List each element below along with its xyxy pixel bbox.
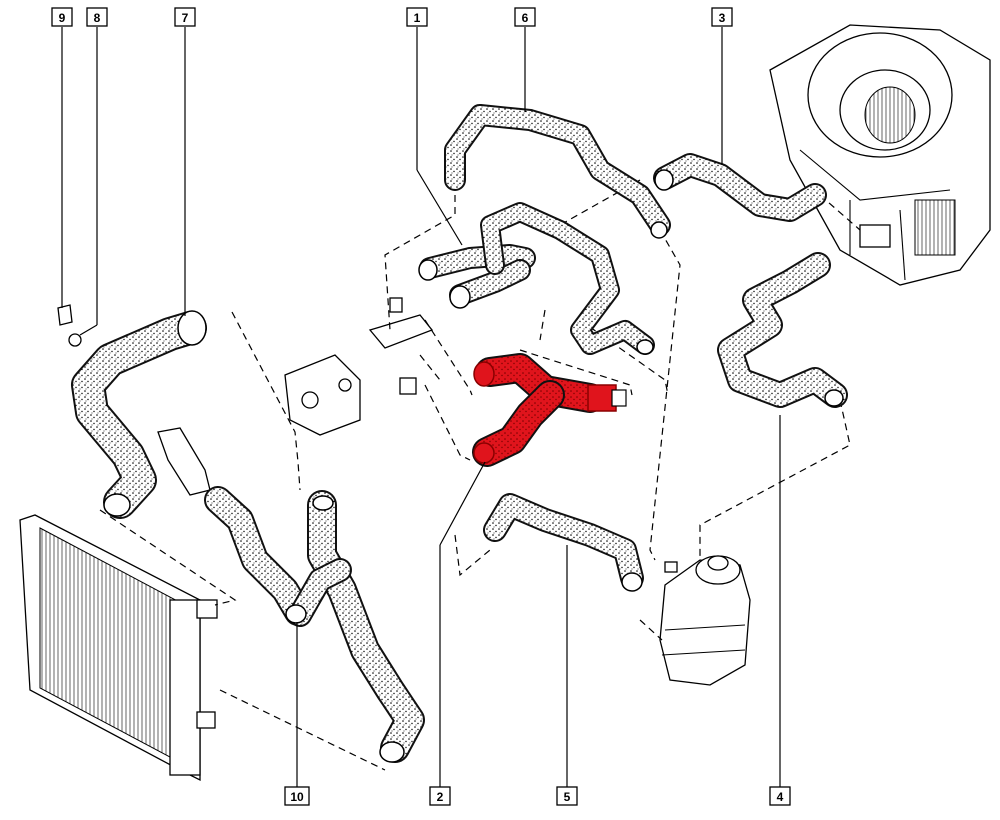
hose-1 xyxy=(418,202,655,355)
hose-6 xyxy=(444,104,671,239)
svg-text:1: 1 xyxy=(414,11,421,25)
engine-bracket xyxy=(57,297,434,496)
expansion-tank xyxy=(659,555,751,686)
callout-6: 6 xyxy=(514,7,536,27)
hose-2-highlighted[interactable] xyxy=(472,353,627,467)
svg-text:8: 8 xyxy=(94,11,101,25)
callout-4: 4 xyxy=(769,786,791,806)
hose-10 xyxy=(204,486,425,763)
callout-7: 7 xyxy=(174,7,196,27)
svg-text:3: 3 xyxy=(719,11,726,25)
callout-9: 9 xyxy=(51,7,73,27)
hose-4 xyxy=(717,252,848,408)
radiator xyxy=(19,514,218,782)
svg-text:7: 7 xyxy=(182,11,189,25)
hose-5 xyxy=(483,493,644,592)
callout-10: 10 xyxy=(284,786,310,806)
callout-2: 2 xyxy=(429,786,451,806)
callout-8: 8 xyxy=(86,7,108,27)
hose-7 xyxy=(71,310,207,519)
heater-housing xyxy=(769,24,991,286)
connection-lines xyxy=(99,179,861,771)
svg-text:4: 4 xyxy=(777,790,784,804)
hose-3 xyxy=(653,153,827,222)
svg-text:6: 6 xyxy=(522,11,529,25)
svg-text:9: 9 xyxy=(59,11,66,25)
callout-3: 3 xyxy=(711,7,733,27)
leader-lines xyxy=(61,27,781,790)
callout-5: 5 xyxy=(556,786,578,806)
callout-1: 1 xyxy=(406,7,428,27)
svg-text:5: 5 xyxy=(564,790,571,804)
svg-text:2: 2 xyxy=(437,790,444,804)
svg-text:10: 10 xyxy=(290,790,304,804)
